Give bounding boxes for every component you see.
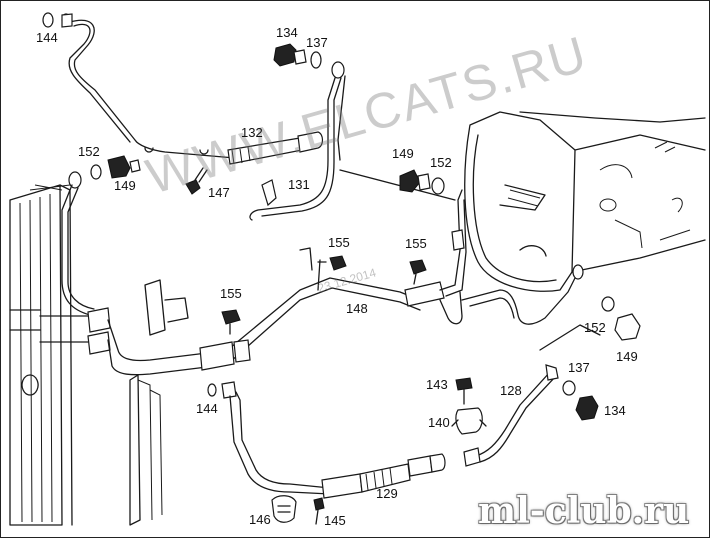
bolt-134-top [273,43,345,79]
bolt-147 [185,167,208,195]
bolts-155 [221,255,427,335]
fitting-144-top [42,12,73,28]
callout-131: 131 [288,177,310,192]
callout-129: 129 [376,486,398,501]
callout-128: 128 [500,383,522,398]
line-128-lower [463,364,559,467]
line-148 [107,189,467,376]
callout-137-top: 137 [306,35,328,50]
callout-149-right: 149 [616,349,638,364]
callout-149-mid: 149 [392,146,414,161]
callout-143: 143 [426,377,448,392]
callout-145: 145 [324,513,346,528]
callout-144-low: 144 [196,401,218,416]
callout-132: 132 [241,125,263,140]
transmission [464,111,706,292]
callout-148: 148 [346,301,368,316]
radiator [9,184,189,526]
callout-149-left: 149 [114,178,136,193]
line-131 [249,75,456,221]
callout-152-mid: 152 [430,155,452,170]
callout-134-right: 134 [604,403,626,418]
line-left-feed [39,184,111,355]
callout-146: 146 [249,512,271,527]
callout-155-a: 155 [328,235,350,250]
site-logo: ml-club.ru [478,490,690,532]
clamp-146-bolt-145 [271,495,325,525]
callout-147: 147 [208,185,230,200]
callout-144-top: 144 [36,30,58,45]
callout-152-right: 152 [584,320,606,335]
fitting-152-149-left [68,155,141,189]
bolt-134-right [562,380,599,421]
callout-134-top: 134 [276,25,298,40]
line-129 [207,381,446,499]
callout-140: 140 [428,415,450,430]
callout-152-left: 152 [78,144,100,159]
clip-143-140 [451,377,487,435]
fitting-152-149-right [601,296,641,341]
leader [29,184,71,191]
callout-137-right: 137 [568,360,590,375]
callout-155-c: 155 [220,286,242,301]
line-132 [68,19,324,165]
line-128 [461,264,601,351]
callout-155-b: 155 [405,236,427,251]
fitting-149-152-mid [399,169,445,195]
